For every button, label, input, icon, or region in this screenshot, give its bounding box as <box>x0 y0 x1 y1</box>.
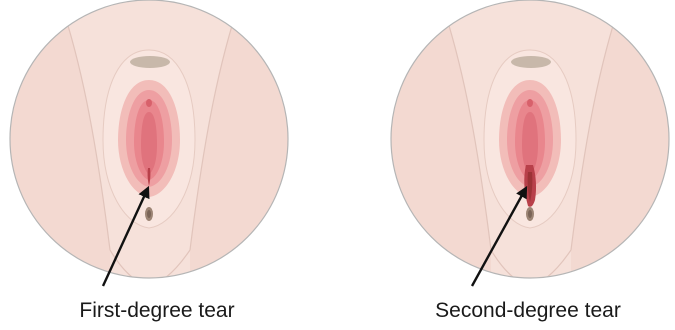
mons-mark <box>130 56 170 68</box>
mons-mark <box>511 56 551 68</box>
panel-first-degree <box>0 0 300 290</box>
caption-second-degree: Second-degree tear <box>435 300 621 321</box>
caption-first-degree: First-degree tear <box>79 300 234 321</box>
panel-second-degree <box>380 0 675 290</box>
